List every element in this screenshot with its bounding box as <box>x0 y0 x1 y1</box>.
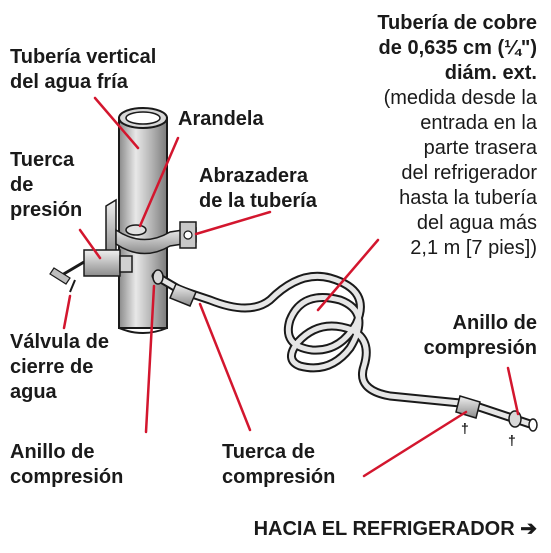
pipe-clamp-label-line1: Abrazadera <box>199 165 308 187</box>
copper-tube-note-2: entrada en la <box>420 112 537 134</box>
compression-ring-left <box>152 269 164 285</box>
compression-nut-label-line2: compresión <box>222 466 336 488</box>
leader-compression-ring-left <box>144 284 156 434</box>
shutoff-valve-label: Válvula de cierre de agua <box>10 330 109 405</box>
shutoff-valve <box>49 249 133 293</box>
copper-tube-label-line1: Tubería de cobre <box>377 12 537 34</box>
copper-tube-label: Tubería de cobre de 0,635 cm (¼") diám. … <box>377 11 537 261</box>
copper-tube-note-7: 2,1 m [7 pies]) <box>410 237 537 259</box>
washer-label: Arandela <box>178 107 264 132</box>
leader-pressure-nut <box>78 228 102 260</box>
leader-compression-nut <box>198 302 252 432</box>
copper-tube-label-line3: diám. ext. <box>444 62 537 84</box>
washer <box>125 224 147 236</box>
leader-pipe-clamp <box>194 210 272 236</box>
leader-washer <box>138 136 180 228</box>
shutoff-valve-label-line2: cierre de <box>10 356 94 378</box>
washer-label-text: Arandela <box>178 108 264 130</box>
leader-compression-nut-bottom <box>362 410 468 478</box>
dagger-mark-1: † <box>461 420 469 436</box>
to-refrigerator-label-text: HACIA EL REFRIGERADOR ➔ <box>253 518 537 540</box>
compression-ring-right-label-line2: compresión <box>423 337 537 359</box>
leader-shutoff-valve <box>62 294 72 330</box>
shutoff-valve-label-line3: agua <box>10 381 57 403</box>
compression-nut-label: Tuerca de compresión <box>222 440 335 490</box>
compression-nut-right <box>455 395 481 419</box>
compression-ring-right-label: Anillo de compresión <box>424 311 537 361</box>
copper-tube-note-6: del agua más <box>416 212 537 234</box>
vertical-pipe-label: Tubería vertical del agua fría <box>10 45 156 95</box>
copper-tube <box>151 271 535 429</box>
compression-ring-left-label-line1: Anillo de <box>10 441 95 463</box>
pipe-clamp-label-line2: de la tubería <box>199 190 317 212</box>
compression-ring-right-label-line1: Anillo de <box>452 312 537 334</box>
dagger-mark-2: † <box>508 432 516 448</box>
pipe-clamp-label: Abrazadera de la tubería <box>199 164 317 214</box>
compression-ring-left-label: Anillo de compresión <box>10 440 123 490</box>
pressure-nut-label-line1: Tuerca <box>10 149 75 171</box>
leader-vertical-pipe <box>93 96 140 150</box>
shutoff-valve-label-line1: Válvula de <box>10 331 109 353</box>
compression-ring-left-label-line2: compresión <box>10 466 124 488</box>
vertical-pipe-label-line2: del agua fría <box>10 71 128 93</box>
vertical-water-pipe <box>118 107 168 334</box>
vertical-pipe-label-line1: Tubería vertical <box>10 46 157 68</box>
compression-nut-label-line1: Tuerca de <box>222 441 315 463</box>
leader-copper-tube <box>316 238 380 312</box>
copper-tube-note-3: parte trasera <box>423 137 537 159</box>
leader-compression-ring-right <box>506 366 520 416</box>
pressure-nut-label-line3: presión <box>10 199 83 221</box>
pressure-nut-label-line2: de <box>10 174 34 196</box>
to-refrigerator-label: HACIA EL REFRIGERADOR ➔ <box>254 517 537 542</box>
pressure-nut-label: Tuerca de presión <box>10 148 82 223</box>
copper-tube-label-line2: de 0,635 cm (¼") <box>378 37 537 59</box>
copper-tube-note-5: hasta la tubería <box>399 187 537 209</box>
compression-nut-left <box>169 283 197 307</box>
copper-tube-note-1: (medida desde la <box>383 87 537 109</box>
copper-tube-note-4: del refrigerador <box>401 162 537 184</box>
